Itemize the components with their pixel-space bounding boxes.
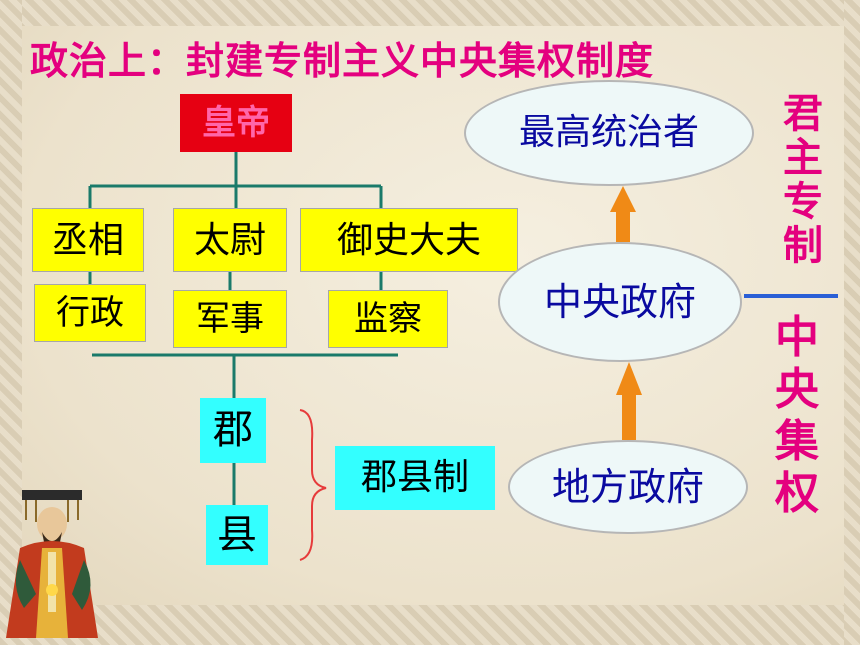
autocracy-char: 专 xyxy=(783,179,823,225)
autocracy-char: 制 xyxy=(783,223,823,269)
commandery-county-system-box: 郡县制 xyxy=(335,446,495,510)
military-box: 军事 xyxy=(173,290,287,348)
emperor-illustration xyxy=(6,490,98,638)
decorative-border-top xyxy=(0,0,860,26)
decorative-border-left xyxy=(0,0,22,645)
autocracy-char: 主 xyxy=(783,135,823,181)
autocracy-char: 君 xyxy=(783,91,823,137)
local-government-ellipse: 地方政府 xyxy=(508,440,748,534)
county-box: 县 xyxy=(206,505,268,565)
chancellor-box: 丞相 xyxy=(32,208,144,272)
taiwei-box: 太尉 xyxy=(173,208,287,272)
administration-box: 行政 xyxy=(34,284,146,342)
decorative-border-right xyxy=(844,0,860,645)
centralization-char: 中 xyxy=(775,312,819,363)
supervision-box: 监察 xyxy=(328,290,448,348)
emperor-box: 皇帝 xyxy=(180,94,292,152)
autocracy-label: 君 主 专 制 xyxy=(778,92,828,268)
censor-box: 御史大夫 xyxy=(300,208,518,272)
arrow-up-lower-shaft xyxy=(622,395,636,440)
centralization-label: 中 央 集 权 xyxy=(772,312,822,520)
brace xyxy=(299,409,327,561)
commandery-box: 郡 xyxy=(200,398,266,463)
slide-title: 政治上：封建专制主义中央集权制度 xyxy=(30,39,655,83)
centralization-char: 央 xyxy=(775,364,819,415)
arrow-up-lower-head xyxy=(616,362,642,395)
central-government-ellipse: 中央政府 xyxy=(498,242,742,362)
centralization-char: 集 xyxy=(775,416,819,467)
supreme-ruler-ellipse: 最高统治者 xyxy=(464,80,754,186)
arrow-up-upper-head xyxy=(610,186,636,212)
centralization-char: 权 xyxy=(775,468,819,519)
arrow-up-upper-shaft xyxy=(616,210,630,242)
decorative-border-bottom xyxy=(0,605,860,645)
